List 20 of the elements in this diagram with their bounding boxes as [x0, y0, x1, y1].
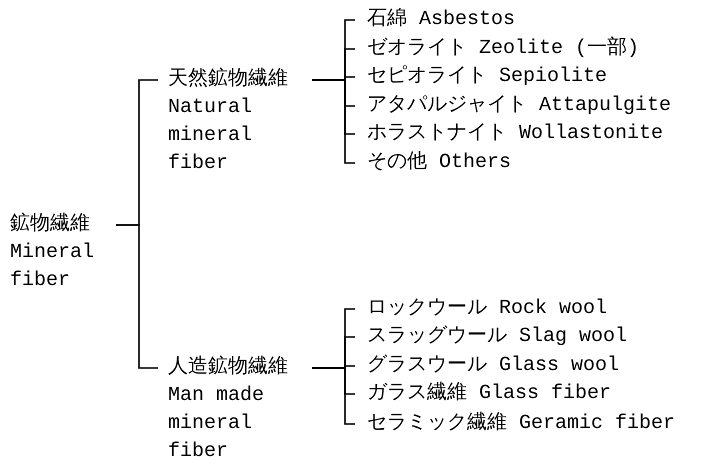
tree-bracket-line	[312, 79, 355, 164]
category-label: ロックウール Rock wool	[367, 296, 608, 322]
tree-bracket-line	[312, 367, 355, 425]
tree-bracket-line	[116, 224, 158, 369]
category-label: ホラストナイト Wollastonite	[367, 121, 664, 147]
category-label: アタパルジャイト Attapulgite	[367, 93, 672, 119]
english-label: Natural mineral fiber	[168, 95, 254, 177]
english-label: Man made mineral fiber	[168, 383, 266, 465]
category-label: 人造鉱物繊維	[168, 354, 289, 381]
category-label: セラミック繊維 Geramic fiber	[367, 410, 676, 437]
category-label: グラスウール Glass wool	[367, 353, 620, 379]
category-label: ガラス繊維 Glass fiber	[367, 380, 612, 407]
category-label: ゼオライト Zeolite (一部)	[367, 35, 640, 62]
english-label: Mineral fiber	[10, 240, 96, 294]
category-label: 鉱物繊維	[10, 212, 91, 238]
category-label: スラッグウール Slag wool	[367, 324, 628, 350]
category-label: 石綿 Asbestos	[367, 6, 516, 33]
category-label: 天然鉱物繊維	[168, 66, 289, 93]
category-label: その他 Others	[367, 150, 512, 176]
category-label: セピオライト Sepiolite	[367, 64, 608, 90]
